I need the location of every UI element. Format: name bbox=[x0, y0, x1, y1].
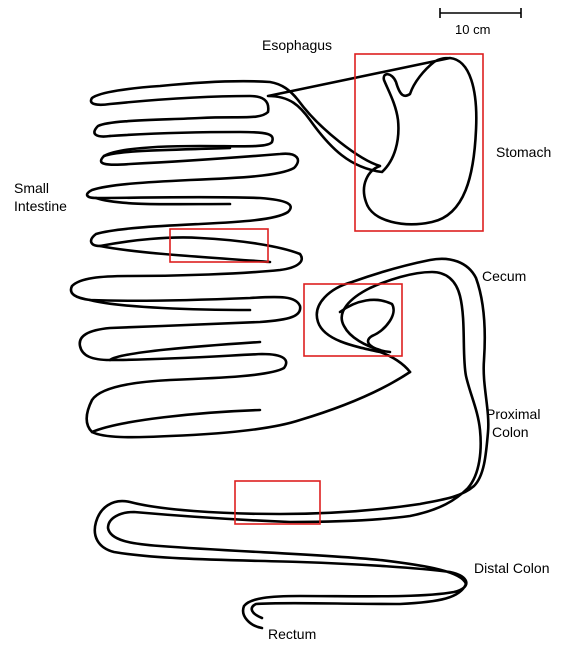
stomach-label: Stomach bbox=[496, 144, 551, 160]
small-intestine-inner-outline bbox=[90, 148, 270, 432]
small-intestine-label-line2: Intestine bbox=[14, 198, 67, 214]
distal-colon-highlight-box bbox=[235, 481, 320, 524]
scale-bar-label: 10 cm bbox=[455, 22, 490, 37]
cecum-colon-outline bbox=[95, 259, 489, 628]
stomach-highlight-box bbox=[355, 54, 483, 231]
esophagus-label: Esophagus bbox=[262, 37, 332, 53]
rectum-label: Rectum bbox=[268, 626, 316, 642]
small-intestine-label-line1: Small bbox=[14, 180, 49, 196]
proximal-colon-label-line2: Colon bbox=[492, 424, 529, 440]
cecum-label: Cecum bbox=[482, 268, 526, 284]
proximal-colon-label-line1: Proximal bbox=[486, 406, 540, 422]
distal-colon-label: Distal Colon bbox=[474, 560, 549, 576]
scale-bar bbox=[440, 8, 521, 18]
stomach-outline bbox=[91, 58, 476, 224]
